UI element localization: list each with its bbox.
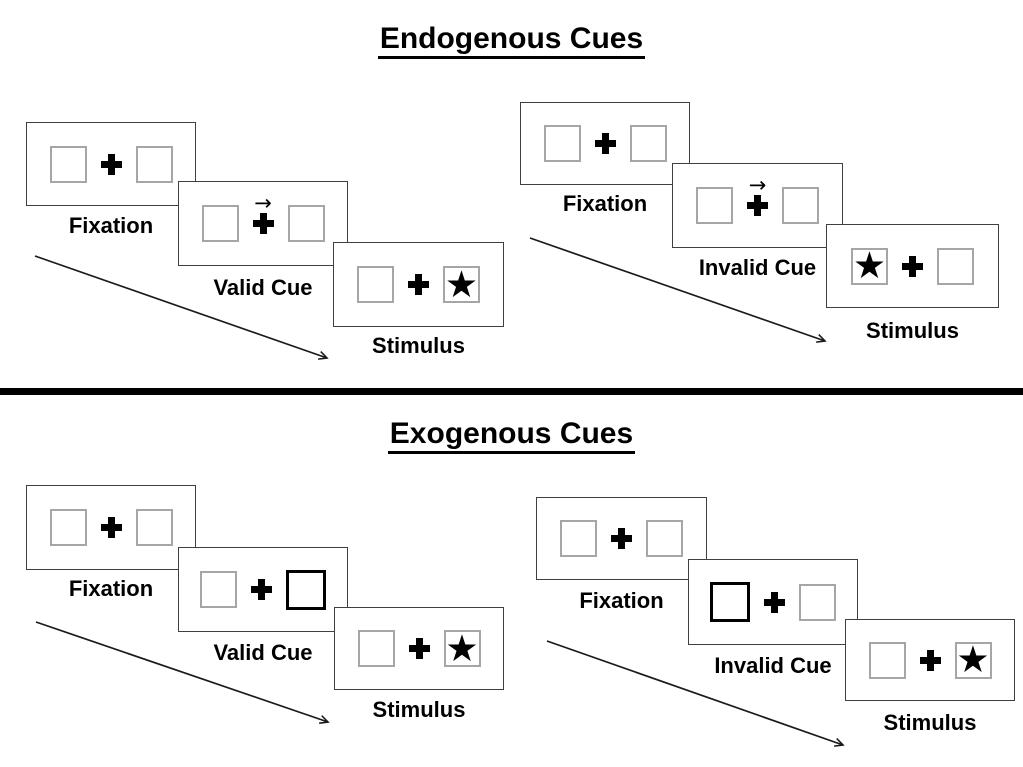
plus-icon <box>251 579 272 600</box>
left-box <box>201 205 239 242</box>
plus-icon <box>919 649 941 671</box>
fixation-card <box>26 122 196 206</box>
step-label-stimulus: Stimulus <box>883 710 977 735</box>
step-label-stimulus: Stimulus <box>866 318 959 343</box>
fixation-card <box>520 102 690 185</box>
right-box <box>646 520 683 557</box>
right-box-target: ★ <box>443 626 481 670</box>
sequence-arrow-exogenous-invalid <box>546 640 845 747</box>
left-box <box>868 641 906 679</box>
stimulus-card: ★ <box>845 619 1015 701</box>
plus-icon <box>408 274 429 295</box>
step-label-stimulus: Stimulus <box>372 333 465 358</box>
step-label-invalid-cue: Invalid Cue <box>714 653 832 678</box>
right-box <box>937 247 974 285</box>
left-box <box>560 520 597 557</box>
left-box <box>357 266 394 303</box>
cue-card: → <box>672 163 843 248</box>
step-label-valid-cue: Valid Cue <box>213 640 313 665</box>
fixation-cross <box>251 579 272 600</box>
sequence-arrow-endogenous-valid <box>34 255 329 360</box>
left-box <box>357 630 395 667</box>
stimulus-card: ★ <box>334 607 504 690</box>
plus-icon <box>100 517 122 538</box>
left-box <box>200 571 237 608</box>
right-box-cued <box>286 569 326 610</box>
step-label-stimulus: Stimulus <box>372 697 466 722</box>
left-box <box>49 145 87 183</box>
fixation-card <box>536 497 707 580</box>
fixation-cross <box>611 528 632 549</box>
left-box-target: ★ <box>851 244 888 287</box>
plus-icon <box>594 133 616 154</box>
fixation-card <box>26 485 196 570</box>
step-label-fixation: Fixation <box>579 588 664 613</box>
plus-icon <box>611 528 632 549</box>
step-label-fixation: Fixation <box>562 191 648 216</box>
section-title-endogenous-text: Endogenous Cues <box>377 22 646 59</box>
sequence-arrow-endogenous-invalid <box>529 237 827 343</box>
fixation-cross <box>100 153 122 175</box>
step-label-valid-cue: Valid Cue <box>213 275 313 300</box>
right-box <box>287 205 325 242</box>
star-icon: ★ <box>444 262 479 306</box>
fixation-cross: → <box>747 175 768 216</box>
sequence-arrow-exogenous-valid <box>35 621 330 724</box>
section-divider <box>0 388 1023 395</box>
right-box <box>629 125 667 162</box>
right-box-target: ★ <box>443 266 480 303</box>
section-title-exogenous-text: Exogenous Cues <box>387 417 636 454</box>
section-title-exogenous: Exogenous Cues <box>0 417 1023 454</box>
plus-icon <box>764 591 785 613</box>
cue-card: → <box>178 181 348 266</box>
fixation-cross <box>594 133 616 154</box>
left-box-cued <box>710 582 750 622</box>
section-title-endogenous: Endogenous Cues <box>0 22 1023 59</box>
fixation-cross <box>408 274 429 295</box>
right-box-target: ★ <box>954 638 992 681</box>
plus-icon <box>408 638 430 659</box>
star-icon: ★ <box>445 626 479 670</box>
plus-icon <box>252 213 274 234</box>
right-box <box>782 187 819 224</box>
star-icon: ★ <box>852 244 887 287</box>
right-box <box>799 583 836 621</box>
step-label-fixation: Fixation <box>68 576 154 601</box>
plus-icon <box>902 255 923 277</box>
fixation-cross <box>100 517 122 538</box>
fixation-cross <box>919 649 941 671</box>
cue-card <box>178 547 348 632</box>
left-box <box>696 187 733 224</box>
right-box <box>135 145 173 183</box>
cue-arrow-icon: → <box>254 191 272 215</box>
fixation-cross: → <box>252 193 274 234</box>
stimulus-card: ★ <box>826 224 999 308</box>
plus-icon <box>100 153 122 175</box>
right-box <box>135 509 173 546</box>
left-box <box>543 125 581 162</box>
star-icon: ★ <box>956 638 990 681</box>
fixation-cross <box>902 255 923 277</box>
step-label-invalid-cue: Invalid Cue <box>698 255 817 280</box>
step-label-fixation: Fixation <box>68 213 154 238</box>
fixation-cross <box>408 638 430 659</box>
cue-card <box>688 559 858 645</box>
stimulus-card: ★ <box>333 242 504 327</box>
left-box <box>49 509 87 546</box>
cue-arrow-icon: → <box>748 173 767 197</box>
plus-icon <box>747 195 768 216</box>
fixation-cross <box>764 591 785 613</box>
